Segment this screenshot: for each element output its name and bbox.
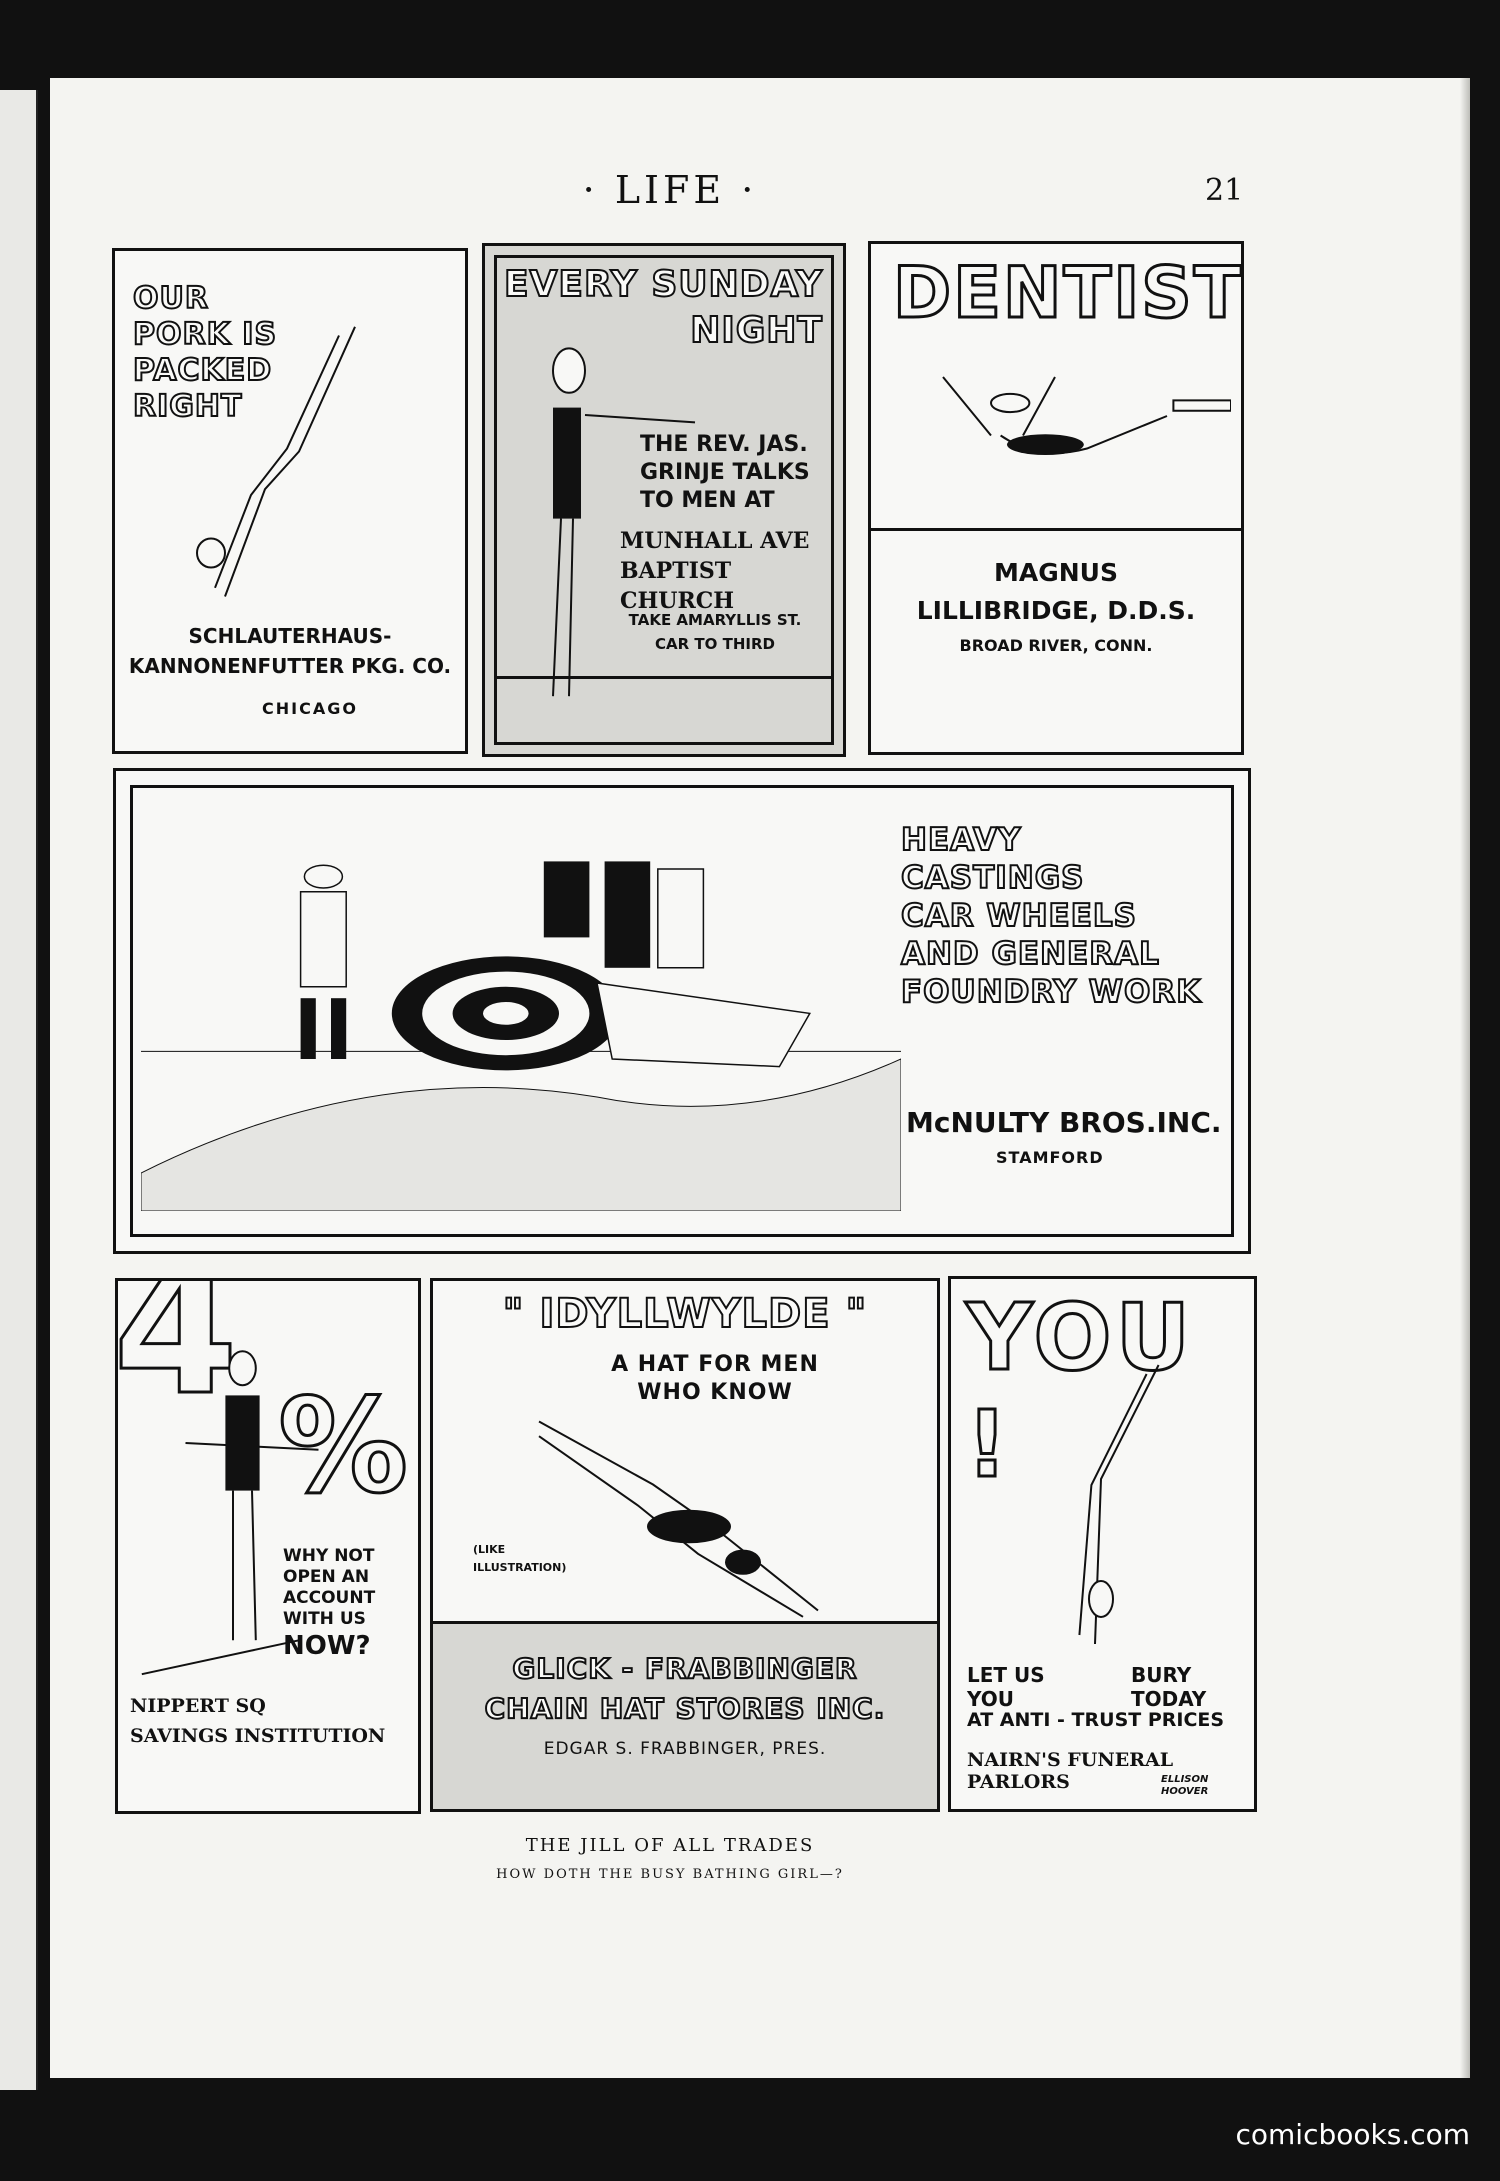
ad-pork: OUR PORK IS PACKED RIGHT SCHLAUTERHAUS- … — [112, 248, 468, 754]
funeral-company: NAIRN'S FUNERAL PARLORS — [967, 1749, 1174, 1793]
church-divider — [494, 676, 834, 679]
ad-savings: 4 % WHY NOT OPEN AN ACCOUNT WITH US NOW?… — [115, 1278, 421, 1814]
savings-body: WHY NOT OPEN AN ACCOUNT WITH US — [283, 1546, 376, 1629]
dentist-location: BROAD RIVER, CONN. — [959, 636, 1153, 655]
diving-dentist-illustration — [911, 364, 1231, 455]
church-body: THE REV. JAS. GRINJE TALKS TO MEN AT — [640, 432, 810, 513]
magazine-title: · LIFE · — [582, 168, 758, 212]
ad-dentist: DENTIST MAGNUS LILLIBRIDGE, D.D.S. BROAD… — [868, 241, 1244, 755]
handstand-man-illustration — [1041, 1359, 1161, 1659]
funeral-body-right: BURY TODAY — [1131, 1663, 1207, 1711]
savings-percent: % — [276, 1370, 409, 1522]
dentist-divider — [871, 528, 1241, 531]
standing-girl-illustration — [138, 1341, 328, 1681]
hat-company: GLICK - FRABBINGER CHAIN HAT STORES INC. — [484, 1651, 886, 1726]
diving-woman-illustration — [175, 321, 375, 611]
church-name: MUNHALL AVE BAPTIST CHURCH — [620, 528, 810, 614]
artist-signature: ELLISON HOOVER — [1161, 1774, 1209, 1797]
hat-tagline: A HAT FOR MEN WHO KNOW — [611, 1352, 819, 1405]
foundry-company: McNULTY BROS.INC. — [906, 1106, 1222, 1139]
pork-headline: OUR PORK IS PACKED RIGHT — [132, 280, 278, 425]
hat-president: EDGAR S. FRABBINGER, PRES. — [543, 1739, 827, 1759]
foundry-city: STAMFORD — [996, 1148, 1104, 1167]
funeral-body-left: LET US YOU — [967, 1663, 1045, 1711]
page-fold-shadow — [1460, 78, 1470, 2078]
standing-woman-illustration — [505, 341, 705, 711]
ad-funeral: YOU ! LET US YOU BURY TODAY AT ANTI - TR… — [948, 1276, 1257, 1812]
church-headline: EVERY SUNDAY NIGHT — [503, 263, 823, 352]
foundry-inner-frame — [130, 785, 1234, 1237]
page-number: 21 — [1205, 173, 1244, 208]
savings-big-number: 4 — [115, 1278, 240, 1435]
ad-foundry: HEAVY CASTINGS CAR WHEELS AND GENERAL FO… — [113, 768, 1251, 1254]
dentist-name: MAGNUS LILLIBRIDGE, D.D.S. — [916, 558, 1196, 625]
dentist-headline: DENTIST — [891, 251, 1244, 336]
watermark: comicbooks.com — [1235, 2118, 1470, 2151]
church-inner-frame — [494, 255, 834, 745]
caption-title: THE JILL OF ALL TRADES — [525, 1835, 815, 1856]
savings-company: NIPPERT SQ SAVINGS INSTITUTION — [130, 1695, 386, 1747]
diving-man-illustration — [533, 1411, 833, 1621]
ad-church: EVERY SUNDAY NIGHT THE REV. JAS. GRINJE … — [482, 243, 846, 757]
facing-page-edge — [0, 90, 38, 2090]
beach-scene-illustration — [141, 861, 901, 1211]
ad-hat: " IDYLLWYLDE " A HAT FOR MEN WHO KNOW (L… — [430, 1278, 940, 1812]
hat-footer-band — [433, 1621, 937, 1809]
savings-cta: NOW? — [283, 1631, 371, 1661]
funeral-body-line: AT ANTI - TRUST PRICES — [967, 1709, 1225, 1731]
pork-company: SCHLAUTERHAUS- KANNONENFUTTER PKG. CO. — [128, 624, 452, 678]
hat-note: (LIKE ILLUSTRATION) — [473, 1543, 567, 1574]
church-directions: TAKE AMARYLLIS ST. CAR TO THIRD — [628, 611, 802, 653]
pork-city: CHICAGO — [262, 699, 358, 718]
hat-headline: " IDYLLWYLDE " — [502, 1290, 868, 1338]
caption-subtitle: HOW DOTH THE BUSY BATHING GIRL—? — [496, 1867, 844, 1882]
magazine-page: · LIFE · 21 OUR PORK IS PACKED RIGHT SCH… — [50, 78, 1470, 2078]
foundry-headline: HEAVY CASTINGS CAR WHEELS AND GENERAL FO… — [900, 821, 1202, 1011]
